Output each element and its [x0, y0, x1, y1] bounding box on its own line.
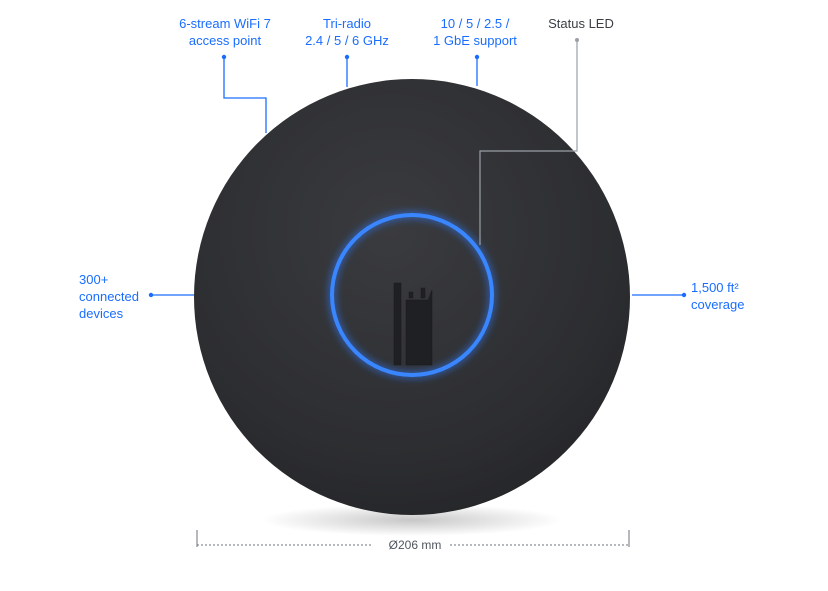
callout-devices-line-1: 300+ [79, 272, 109, 287]
callout-wifi-line-1: 6-stream WiFi 7 [179, 16, 271, 31]
callout-wifi-line-2: access point [188, 33, 262, 48]
callout-coverage-line-1: 1,500 ft² [691, 280, 739, 295]
callout-led-line-1: Status LED [548, 16, 614, 31]
callout-status-led: Status LED [531, 15, 631, 32]
callout-speed-line-1: 10 / 5 / 2.5 / [440, 16, 510, 31]
led-ring [330, 213, 494, 377]
callout-radio-line-1: Tri-radio [323, 16, 371, 31]
leader-wifi [223, 57, 267, 133]
callout-coverage: 1,500 ft² coverage [691, 279, 781, 313]
dot-speed [474, 54, 480, 60]
callout-coverage-line-2: coverage [691, 297, 745, 312]
dot-radio [344, 54, 350, 60]
callout-devices-line-2: connected [79, 289, 139, 304]
callout-speed: 10 / 5 / 2.5 / 1 GbE support [415, 15, 535, 49]
ubiquiti-u-logo-icon [393, 282, 433, 366]
callout-speed-line-2: 1 GbE support [433, 33, 517, 48]
diameter-label: Ø206 mm [388, 538, 442, 552]
dot-coverage [681, 292, 687, 298]
dot-devices [148, 292, 154, 298]
dimension-line [196, 530, 630, 547]
callout-radio-line-2: 2.4 / 5 / 6 GHz [305, 33, 389, 48]
leader-led [479, 40, 578, 245]
callout-wifi: 6-stream WiFi 7 access point [160, 15, 290, 49]
dot-wifi [221, 54, 227, 60]
device-shadow [262, 504, 562, 536]
callout-radio: Tri-radio 2.4 / 5 / 6 GHz [287, 15, 407, 49]
callout-devices: 300+ connected devices [79, 271, 169, 322]
callout-leaders [151, 57, 684, 296]
callout-devices-line-3: devices [79, 306, 124, 321]
dot-led [575, 38, 579, 42]
leader-dots [148, 54, 687, 298]
